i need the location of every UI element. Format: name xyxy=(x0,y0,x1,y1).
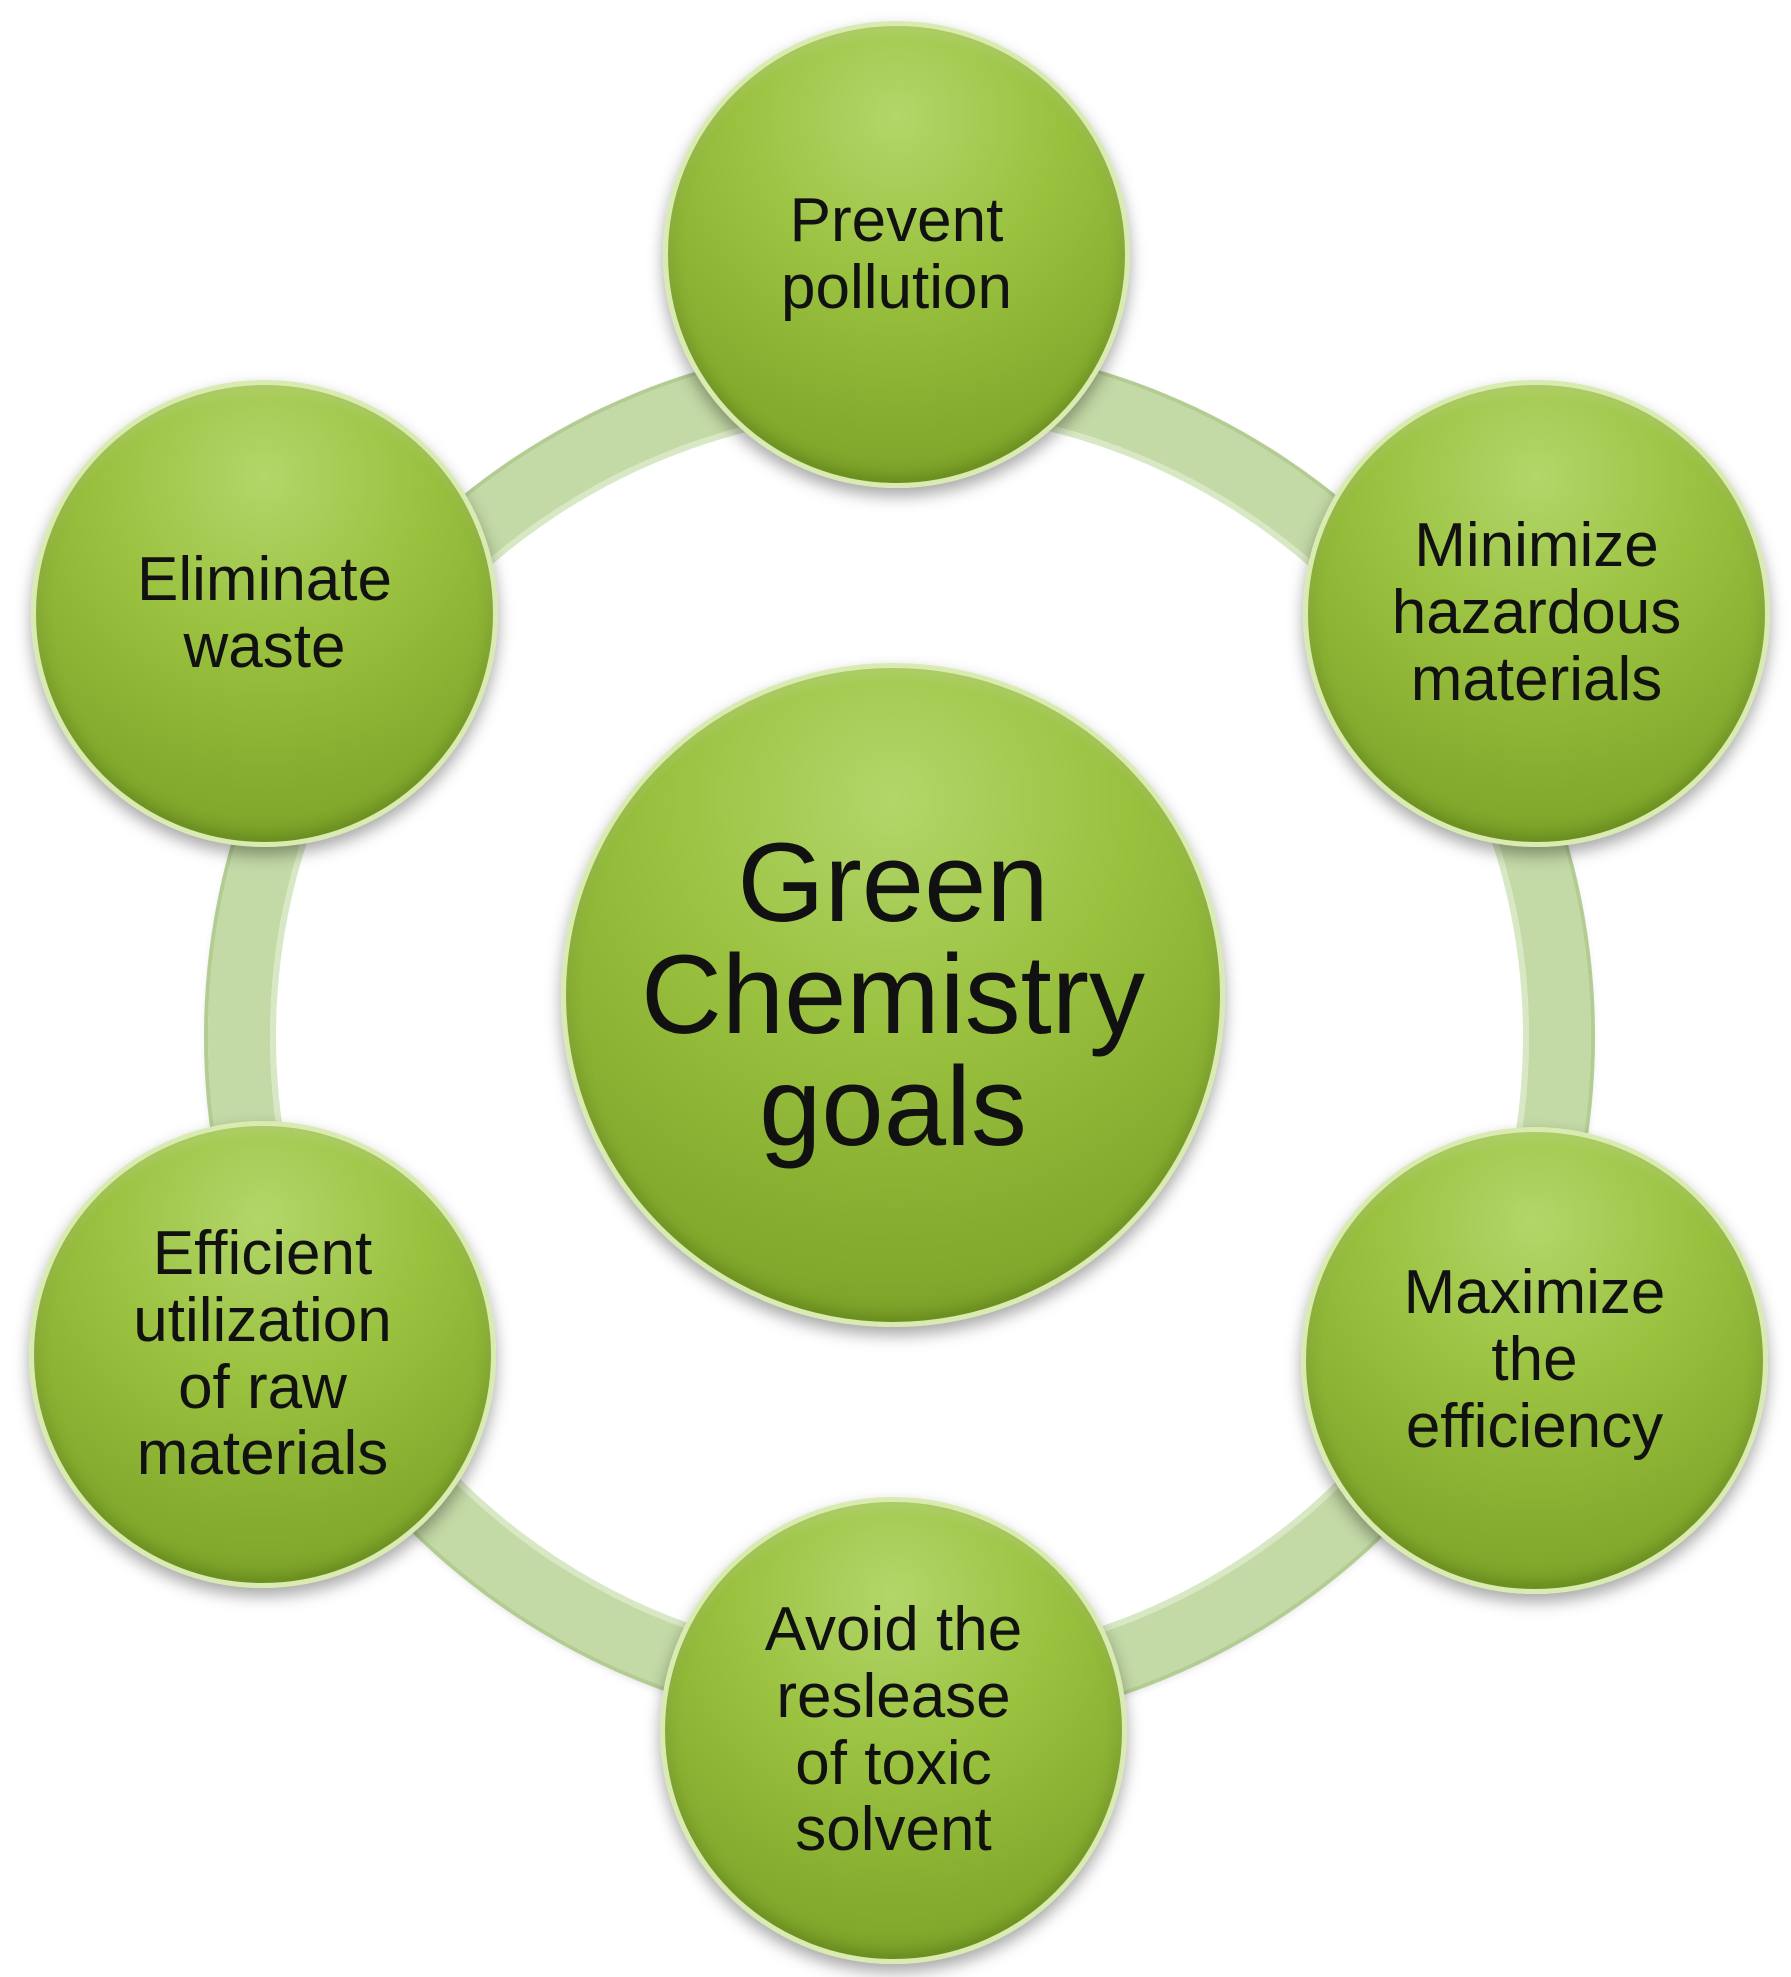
goal-node-eliminate-waste: Eliminate waste xyxy=(31,380,498,847)
goal-label: Minimize hazardous materials xyxy=(1391,511,1682,714)
goal-label: Prevent pollution xyxy=(781,185,1012,322)
goal-label: Efficient utilization of raw materials xyxy=(133,1218,392,1489)
goal-label: Avoid the reslease of toxic solvent xyxy=(764,1594,1023,1865)
goal-label: Maximize the efficiency xyxy=(1403,1258,1666,1461)
goal-node-avoid-toxic-solvent: Avoid the reslease of toxic solvent xyxy=(660,1497,1127,1964)
center-node: Green Chemistry goals xyxy=(561,663,1225,1327)
goal-node-maximize-efficiency: Maximize the efficiency xyxy=(1301,1127,1768,1594)
goal-node-prevent-pollution: Prevent pollution xyxy=(663,21,1130,488)
goal-node-efficient-raw-materials: Efficient utilization of raw materials xyxy=(29,1121,496,1588)
goal-label: Eliminate waste xyxy=(137,544,392,681)
goal-node-minimize-hazardous-materials: Minimize hazardous materials xyxy=(1303,380,1770,847)
center-node-label: Green Chemistry goals xyxy=(640,820,1146,1169)
